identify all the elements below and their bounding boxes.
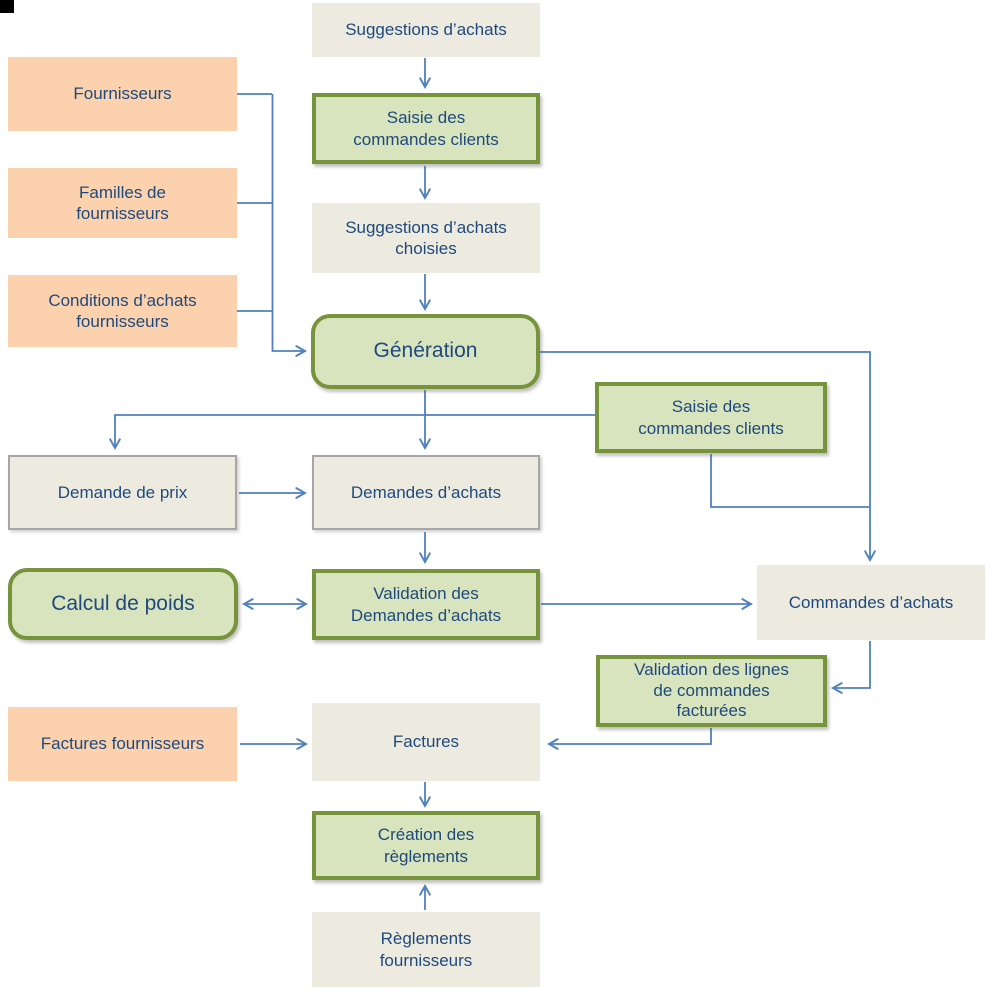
node-saisie-commandes-clients-1: Saisie des commandes clients <box>312 93 540 164</box>
node-label: Saisie des commandes clients <box>353 108 499 149</box>
node-label: Factures <box>392 732 460 752</box>
edge-commandes-to-validation-lignes <box>831 641 871 694</box>
node-label: Demande de prix <box>57 482 188 502</box>
node-label: Conditions d’achats fournisseurs <box>48 290 197 331</box>
node-label: Calcul de poids <box>51 591 195 615</box>
node-commandes-achats: Commandes d’achats <box>757 565 985 640</box>
node-label: Suggestions d’achats choisies <box>345 217 507 258</box>
node-demandes-achats: Demandes d’achats <box>312 455 540 530</box>
edge-validation-lignes-to-factures <box>547 728 712 750</box>
node-calcul-de-poids: Calcul de poids <box>8 568 238 640</box>
node-factures: Factures <box>312 703 540 781</box>
node-label: Création des règlements <box>377 825 475 866</box>
node-reglements-fournisseurs: Règlements fournisseurs <box>312 912 540 987</box>
node-label: Saisie des commandes clients <box>638 397 784 438</box>
node-saisie-commandes-clients-2: Saisie des commandes clients <box>595 382 827 453</box>
node-generation: Génération <box>311 314 540 389</box>
node-label: Validation des lignes de commandes factu… <box>634 660 789 721</box>
node-label: Commandes d’achats <box>788 592 954 612</box>
edge-saisie2-to-commandes <box>710 454 869 508</box>
black-corner-mark <box>0 0 14 13</box>
node-validation-demandes-achats: Validation des Demandes d’achats <box>312 569 540 640</box>
node-fournisseurs: Fournisseurs <box>8 57 237 131</box>
edge-generation-to-demande-prix <box>109 414 595 450</box>
node-label: Factures fournisseurs <box>40 734 205 754</box>
node-factures-fournisseurs: Factures fournisseurs <box>8 707 237 781</box>
node-familles-fournisseurs: Familles de fournisseurs <box>8 168 237 238</box>
node-label: Fournisseurs <box>73 84 172 104</box>
node-creation-reglements: Création des règlements <box>312 811 540 880</box>
node-suggestions-achats: Suggestions d’achats <box>312 3 540 57</box>
node-validation-lignes-facturees: Validation des lignes de commandes factu… <box>596 655 827 727</box>
node-label: Règlements fournisseurs <box>379 929 473 970</box>
node-label: Familles de fournisseurs <box>76 182 169 223</box>
node-label: Génération <box>373 339 478 363</box>
node-label: Validation des Demandes d’achats <box>350 584 502 625</box>
node-conditions-achats-fournisseurs: Conditions d’achats fournisseurs <box>8 275 237 347</box>
node-label: Demandes d’achats <box>350 482 502 502</box>
node-label: Suggestions d’achats <box>345 20 507 40</box>
node-suggestions-achats-choisies: Suggestions d’achats choisies <box>312 203 540 273</box>
edge-bus-to-generation <box>271 94 307 357</box>
node-demande-de-prix: Demande de prix <box>8 455 237 530</box>
